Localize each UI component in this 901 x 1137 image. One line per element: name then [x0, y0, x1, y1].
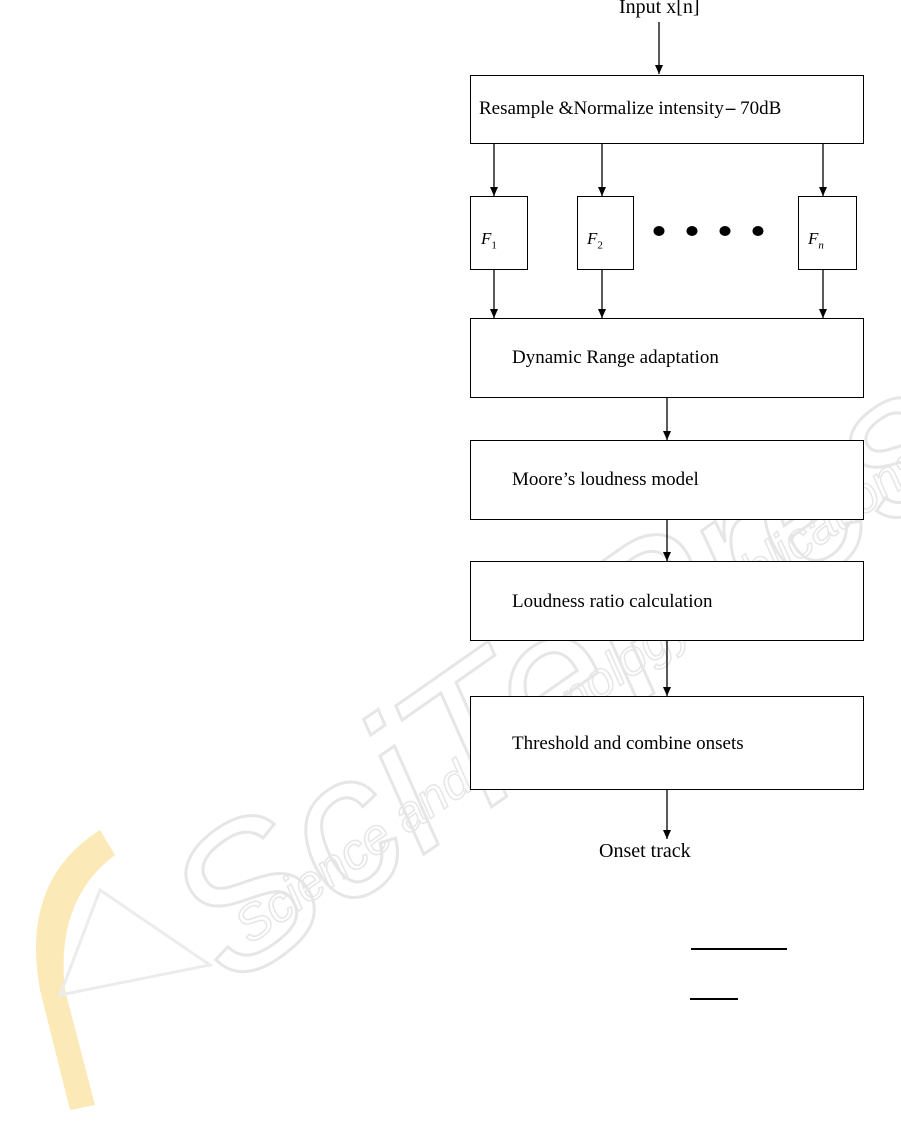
filter-sub-2: 2 [597, 239, 603, 251]
filter-label-n: Fn [808, 229, 824, 251]
loudness-ratio-label: Loudness ratio calculation [512, 591, 713, 613]
threshold-label: Threshold and combine onsets [512, 733, 744, 755]
filter-label-2: F2 [587, 229, 603, 251]
minus-sign: – [726, 98, 736, 119]
input-label: Input x[n] [619, 0, 700, 19]
loudness-model-box: Moore’s loudness model [470, 440, 864, 520]
ellipsis-dots [654, 226, 764, 236]
filter-name-2: F [587, 229, 597, 248]
fraction-bar-1 [691, 948, 787, 950]
loudness-ratio-box: Loudness ratio calculation [470, 561, 864, 641]
filter-box-1: F1 [470, 196, 528, 270]
threshold-box: Threshold and combine onsets [470, 696, 864, 790]
resample-normalize-box: Resample &Normalize intensity– 70dB [470, 75, 864, 144]
fraction-bar-2 [690, 998, 738, 1000]
filter-label-1: F1 [481, 229, 497, 251]
loudness-model-label: Moore’s loudness model [512, 469, 699, 491]
filter-sub-1: 1 [491, 239, 497, 251]
filter-box-2: F2 [577, 196, 634, 270]
filter-name-1: F [481, 229, 491, 248]
intensity-level: 70dB [740, 98, 781, 119]
resample-normalize-text: Resample &Normalize intensity [479, 98, 724, 119]
resample-normalize-label: Resample &Normalize intensity– 70dB [479, 98, 781, 120]
filter-name-n: F [808, 229, 818, 248]
filter-box-n: Fn [798, 196, 857, 270]
dynamic-range-label: Dynamic Range adaptation [512, 347, 719, 369]
filter-sub-n: n [818, 239, 824, 251]
output-label: Onset track [599, 840, 691, 863]
dynamic-range-box: Dynamic Range adaptation [470, 318, 864, 398]
